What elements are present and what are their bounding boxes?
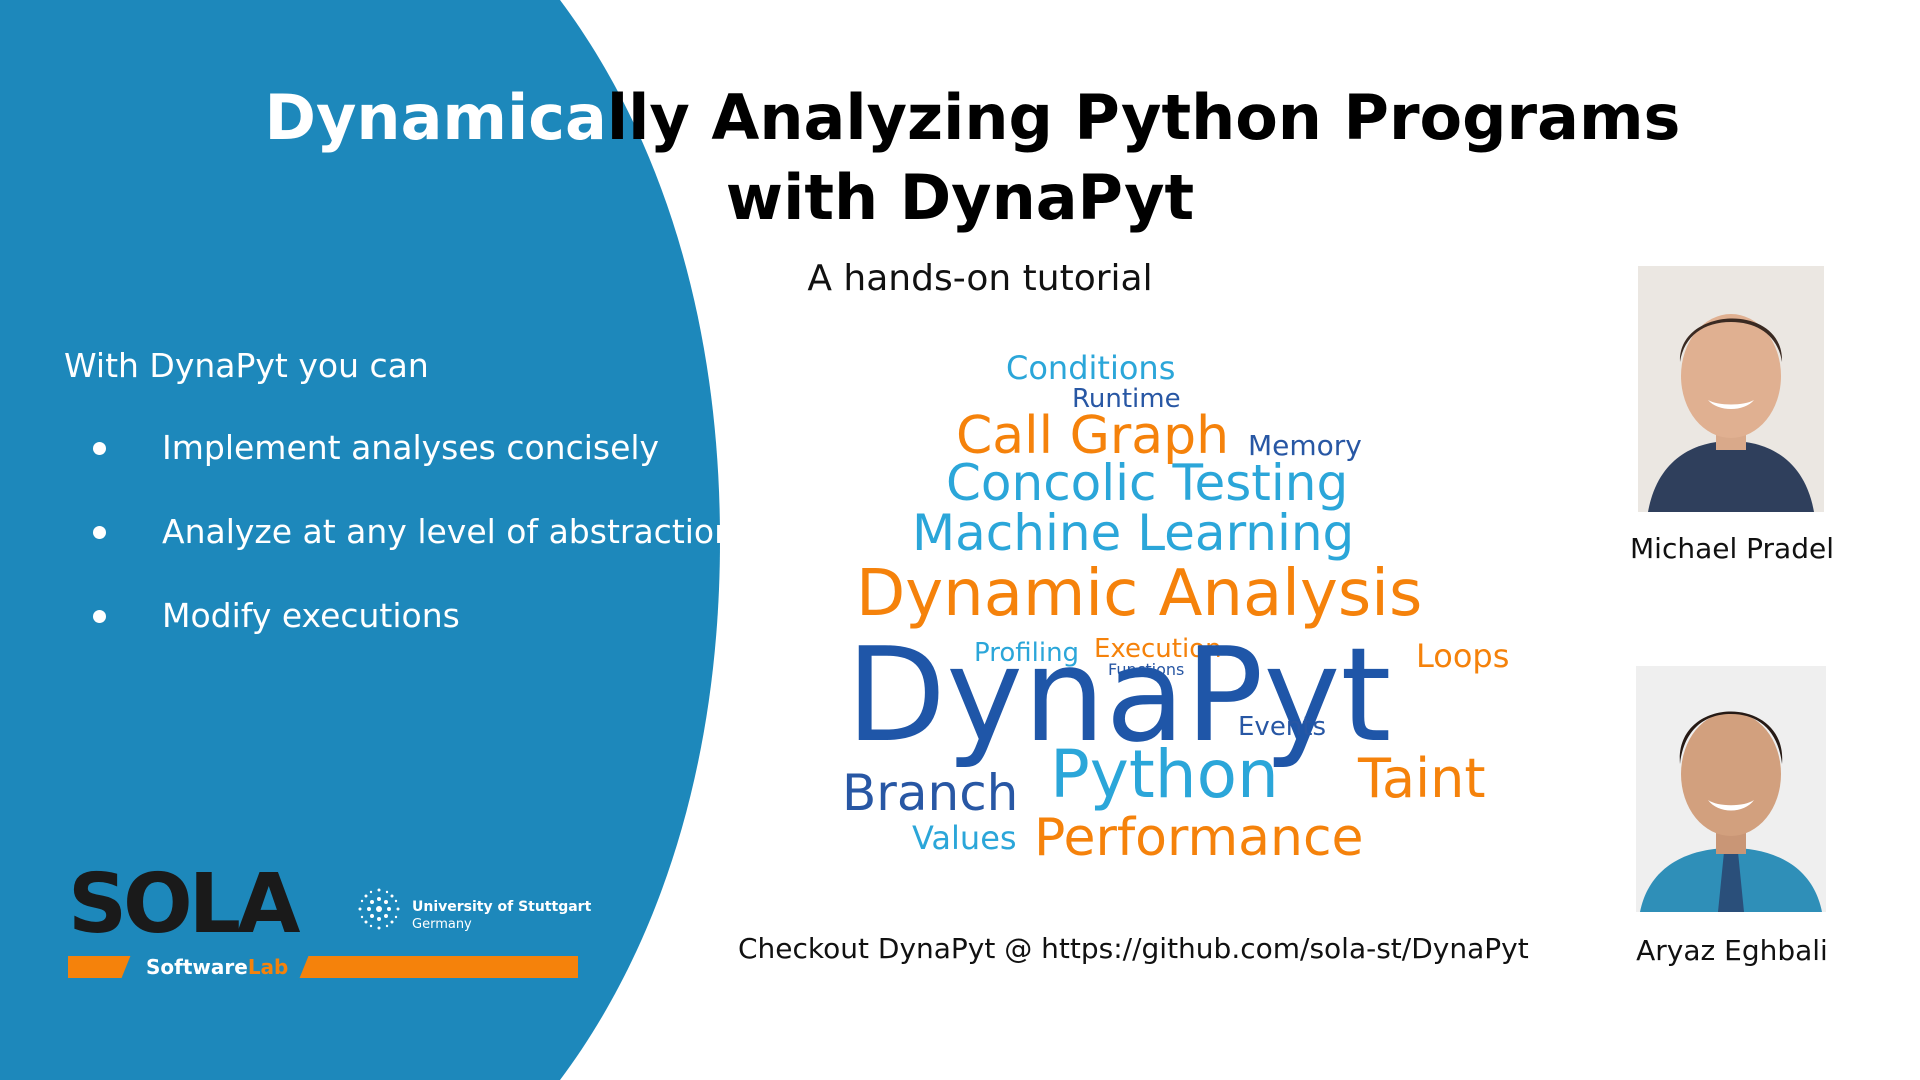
lab-text: Lab xyxy=(247,955,289,979)
person-silhouette-icon xyxy=(1636,666,1826,912)
sola-logo: SOLA xyxy=(68,857,300,952)
software-text: Software xyxy=(146,955,248,979)
photo-michael-pradel xyxy=(1638,266,1824,512)
word-memory: Memory xyxy=(1248,429,1362,462)
github-link-text: Checkout DynaPyt @ https://github.com/so… xyxy=(738,932,1529,965)
word-concolic-testing: Concolic Testing xyxy=(946,454,1349,512)
word-dynapyt: DynaPyt xyxy=(846,619,1392,771)
word-dynamic-analysis: Dynamic Analysis xyxy=(856,557,1423,631)
word-branch: Branch xyxy=(842,764,1019,822)
word-events: Events xyxy=(1238,712,1327,742)
bullet-dot-icon xyxy=(93,442,106,455)
word-execution: Execution xyxy=(1094,634,1222,664)
bullet-dot-icon xyxy=(93,610,106,623)
person-silhouette-icon xyxy=(1638,266,1824,512)
university-name: University of Stuttgart xyxy=(412,899,592,915)
word-machine-learning: Machine Learning xyxy=(912,504,1355,562)
word-values: Values xyxy=(912,819,1017,857)
subtitle: A hands-on tutorial xyxy=(807,258,1153,299)
word-taint: Taint xyxy=(1358,747,1486,810)
word-loops: Loops xyxy=(1416,637,1510,675)
slide-title: Dynamically Analyzing Python Programs wi… xyxy=(0,78,1920,238)
logo-area: SOLA SoftwareLab University of Stuttgart… xyxy=(68,860,592,986)
word-conditions: Conditions xyxy=(1006,349,1176,387)
title-line1-rest: lly Analyzing Python Programs xyxy=(606,81,1681,154)
university-seal-icon xyxy=(358,888,400,930)
bullet-dot-icon xyxy=(93,526,106,539)
word-cloud: Conditions Runtime Call Graph Memory Con… xyxy=(820,340,1540,880)
softwarelab-label: SoftwareLab xyxy=(146,953,288,981)
word-performance: Performance xyxy=(1034,808,1364,868)
title-line2: with DynaPyt xyxy=(725,161,1195,234)
university-country: Germany xyxy=(412,917,472,932)
bullet-text: Implement analyses concisely xyxy=(162,428,660,467)
word-functions: Functions xyxy=(1108,660,1185,679)
word-profiling: Profiling xyxy=(974,638,1080,668)
person-name: Michael Pradel xyxy=(1630,532,1834,565)
sola-logo-text: SOLA xyxy=(68,857,300,952)
photo-aryaz-eghbali xyxy=(1636,666,1826,912)
person-name: Aryaz Eghbali xyxy=(1636,934,1828,967)
bullet-text: Modify executions xyxy=(162,596,460,635)
bullet-text: Analyze at any level of abstraction xyxy=(162,512,736,551)
word-python: Python xyxy=(1050,736,1279,813)
word-call-graph: Call Graph xyxy=(956,406,1230,466)
title-highlight: Dynamica xyxy=(264,81,607,154)
intro-text: With DynaPyt you can xyxy=(64,346,429,385)
word-runtime: Runtime xyxy=(1072,384,1181,414)
